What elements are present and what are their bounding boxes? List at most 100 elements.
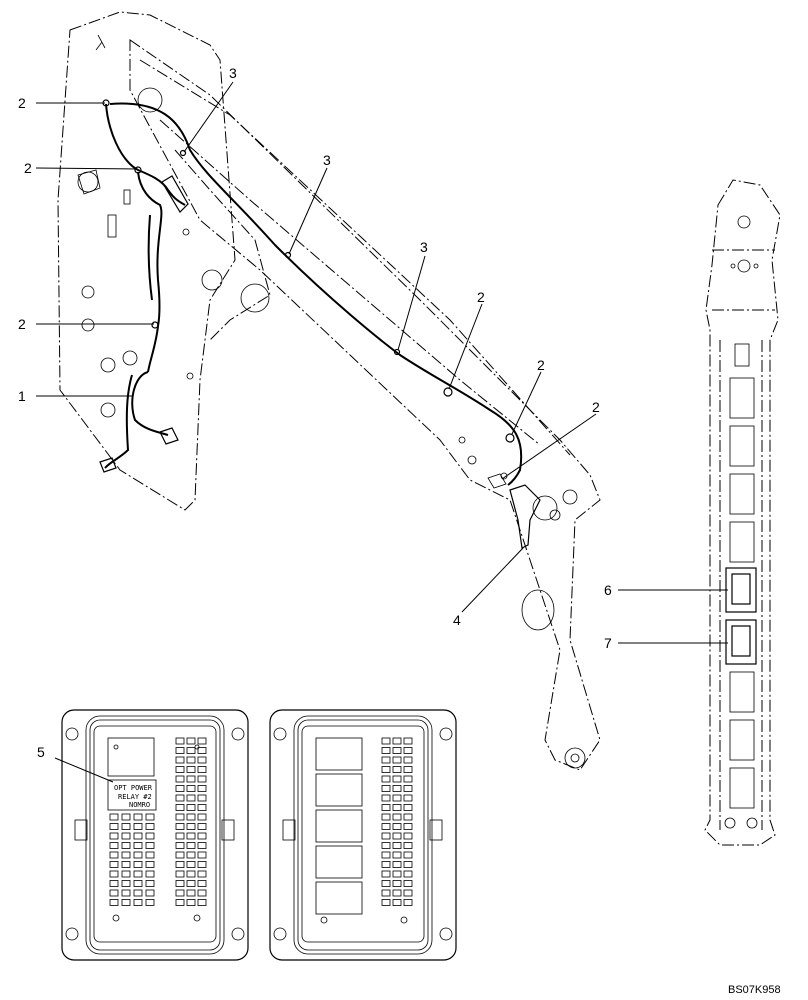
fuse-slot — [197, 870, 207, 878]
relay-label-line2: RELAY #2 — [118, 793, 152, 801]
fuse-slot — [145, 899, 155, 906]
fuse-slot — [175, 813, 185, 821]
fuse-slot — [186, 747, 196, 754]
fuse-slot — [186, 899, 196, 906]
callout-4: 4 — [453, 612, 461, 628]
fuse-box-left — [61, 709, 249, 961]
relay-6 — [725, 567, 757, 613]
fuse-slot — [197, 823, 207, 830]
callout-2: 2 — [18, 316, 26, 332]
fuse-slot — [403, 785, 413, 792]
fuse-slot — [175, 785, 185, 792]
callout-3: 3 — [420, 239, 428, 255]
fuse-slot — [197, 899, 207, 906]
fuse-slot — [403, 823, 413, 830]
fuse-slot — [403, 899, 413, 906]
fuse-slot — [133, 842, 143, 849]
fuse-slot — [186, 880, 196, 887]
fuse-slot — [403, 766, 413, 773]
fuse-slot — [392, 794, 402, 802]
fuse-slot — [109, 880, 119, 887]
fuse-slot — [121, 823, 131, 830]
fuse-slot — [403, 842, 413, 849]
fuse-slot — [186, 785, 196, 792]
fuse-slot — [197, 737, 207, 745]
fuse-slot — [197, 889, 207, 897]
fuse-slot — [133, 889, 143, 897]
relay-7 — [725, 619, 757, 665]
fuse-slot — [186, 842, 196, 849]
fuse-slot — [381, 832, 391, 840]
fuse-slot — [381, 747, 391, 754]
fuse-slot — [145, 842, 155, 849]
fuse-slot — [109, 899, 119, 906]
fuse-slot — [381, 794, 391, 802]
fuse-slot — [197, 747, 207, 754]
fuse-slot — [109, 889, 119, 897]
fuse-slot — [381, 775, 391, 783]
fuse-slot — [392, 832, 402, 840]
fuse-slot — [109, 823, 119, 830]
fuse-slot — [392, 842, 402, 849]
fuse-slot — [197, 766, 207, 773]
fuse-slot — [145, 870, 155, 878]
fuse-slot — [381, 842, 391, 849]
fuse-slot — [109, 813, 119, 821]
callout-1: 1 — [18, 388, 26, 404]
fuse-slot — [381, 766, 391, 773]
fuse-slot — [392, 861, 402, 868]
fuse-slot — [381, 899, 391, 906]
fuse-slot — [403, 756, 413, 764]
fuse-slot — [186, 889, 196, 897]
fuse-slot — [175, 766, 185, 773]
fuse-slot — [109, 851, 119, 859]
fuse-slot — [403, 794, 413, 802]
fuse-slot — [175, 747, 185, 754]
fuse-slot — [133, 813, 143, 821]
fuse-slot — [197, 861, 207, 868]
callout-leaders — [35, 81, 728, 783]
fuse-slot — [381, 870, 391, 878]
lift-arm — [129, 39, 601, 771]
fuse-slot — [175, 794, 185, 802]
fuse-slot — [175, 851, 185, 859]
fuse-slot — [381, 880, 391, 887]
fuse-slot — [197, 775, 207, 783]
callout-2: 2 — [537, 357, 545, 373]
fuse-slot — [392, 747, 402, 754]
fuse-slot — [186, 832, 196, 840]
fuse-slot — [133, 851, 143, 859]
fuse-slot — [109, 842, 119, 849]
fuse-slot — [403, 851, 413, 859]
fuse-slot — [197, 832, 207, 840]
callout-2: 2 — [592, 399, 600, 415]
fuse-slot — [392, 889, 402, 897]
fuse-slot — [121, 880, 131, 887]
fuse-slot — [121, 842, 131, 849]
fuse-slot — [121, 851, 131, 859]
fuse-slot — [133, 899, 143, 906]
fuse-slot — [381, 861, 391, 868]
callout-2: 2 — [24, 160, 32, 176]
fuse-slot — [392, 766, 402, 773]
fuse-slot — [175, 861, 185, 868]
fuse-slot — [186, 851, 196, 859]
fuse-slot — [145, 823, 155, 830]
fuse-slot — [381, 823, 391, 830]
fuse-slot — [175, 899, 185, 906]
fuse-slot — [392, 851, 402, 859]
fuse-slot — [121, 889, 131, 897]
fuse-slot — [186, 775, 196, 783]
fuse-slot — [381, 785, 391, 792]
fuse-slot — [186, 794, 196, 802]
fuse-slot — [175, 823, 185, 830]
fuse-slot — [381, 813, 391, 821]
fuse-slot — [175, 804, 185, 811]
fuse-slot — [197, 794, 207, 802]
fuse-slot — [186, 756, 196, 764]
callout-3: 3 — [323, 152, 331, 168]
wire-harness — [99, 99, 541, 549]
fuse-slot — [197, 756, 207, 764]
fuse-slot — [145, 813, 155, 821]
fuse-slot — [403, 775, 413, 783]
